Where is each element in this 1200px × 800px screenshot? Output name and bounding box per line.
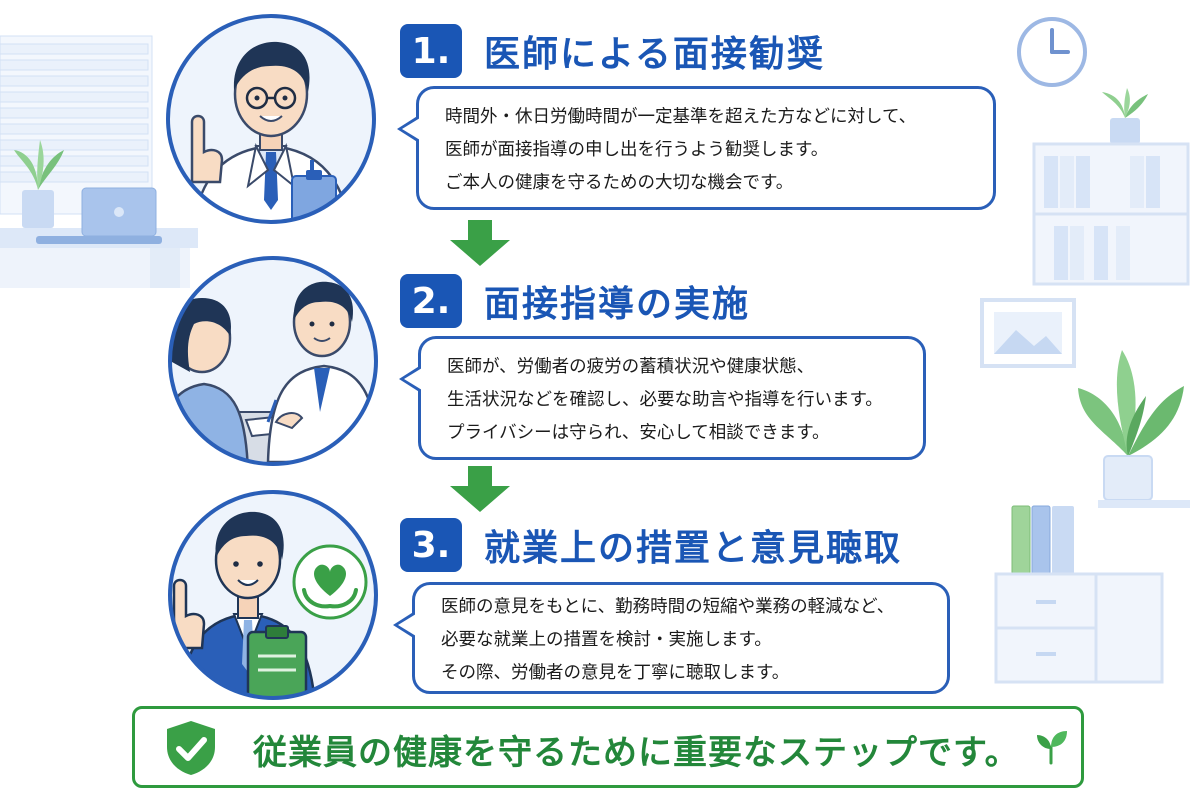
step-1-title: 医師による面接勧奨 xyxy=(484,34,825,75)
step-2-number-badge: 2. xyxy=(400,274,462,328)
footer-message: 従業員の健康を守るために重要なステップです。 xyxy=(253,733,1020,773)
bookshelf xyxy=(1032,142,1190,286)
plant-right xyxy=(1078,350,1190,508)
step-2-header: 2. 面接指導の実施 xyxy=(400,274,750,328)
step-1-line-1: 時間外・休日労働時間が一定基準を超えた方などに対して、 xyxy=(445,107,917,127)
sprout-icon xyxy=(1037,731,1067,765)
step-1-line-3: ご本人の健康を守るための大切な機会です。 xyxy=(445,173,794,193)
shield-check-icon xyxy=(167,721,215,775)
step-3-line-1: 医師の意見をもとに、勤務時間の短縮や業務の軽減など、 xyxy=(441,597,895,617)
step-1-header: 1. 医師による面接勧奨 xyxy=(400,24,825,78)
step-2-consultation-portrait xyxy=(168,256,378,466)
step-1-description-bubble: 時間外・休日労働時間が一定基準を超えた方などに対して、 医師が面接指導の申し出を… xyxy=(397,86,996,210)
cabinet xyxy=(994,572,1164,684)
plant-top-right xyxy=(1102,88,1148,144)
step-2-line-2: 生活状況などを確認し、必要な助言や指導を行います。 xyxy=(447,390,883,410)
step-1-doctor-portrait xyxy=(166,14,376,224)
step-2-title: 面接指導の実施 xyxy=(484,284,751,325)
step-3-line-2: 必要な就業上の措置を検討・実施します。 xyxy=(441,630,772,650)
laptop xyxy=(36,187,162,244)
plant-left xyxy=(14,140,64,228)
window-blinds xyxy=(0,35,153,215)
step-3-line-3: その際、労働者の意見を丁寧に聴取します。 xyxy=(441,663,790,683)
step-2-description-bubble: 医師が、労働者の疲労の蓄積状況や健康状態、 生活状況などを確認し、必要な助言や指… xyxy=(399,336,926,460)
picture-frame xyxy=(980,298,1076,368)
step-3-number-badge: 3. xyxy=(400,518,462,572)
step-3-description-bubble: 医師の意見をもとに、勤務時間の短縮や業務の軽減など、 必要な就業上の措置を検討・… xyxy=(393,582,950,694)
binders xyxy=(1011,505,1074,575)
arrow-down-icon xyxy=(450,466,510,512)
heart-hands-icon xyxy=(292,544,368,620)
step-3-advisor-portrait xyxy=(168,490,378,700)
clock-icon xyxy=(1017,17,1087,87)
step-2-line-1: 医師が、労働者の疲労の蓄積状況や健康状態、 xyxy=(447,357,815,377)
arrow-down-icon xyxy=(450,220,510,266)
step-1-line-2: 医師が面接指導の申し出を行うよう勧奨します。 xyxy=(445,140,829,160)
step-1-number-badge: 1. xyxy=(400,24,462,78)
step-3-header: 3. 就業上の措置と意見聴取 xyxy=(400,518,902,572)
footer-banner: 従業員の健康を守るために重要なステップです。 xyxy=(132,706,1084,788)
step-3-title: 就業上の措置と意見聴取 xyxy=(484,528,903,569)
step-2-line-3: プライバシーは守られ、安心して相談できます。 xyxy=(447,423,830,443)
